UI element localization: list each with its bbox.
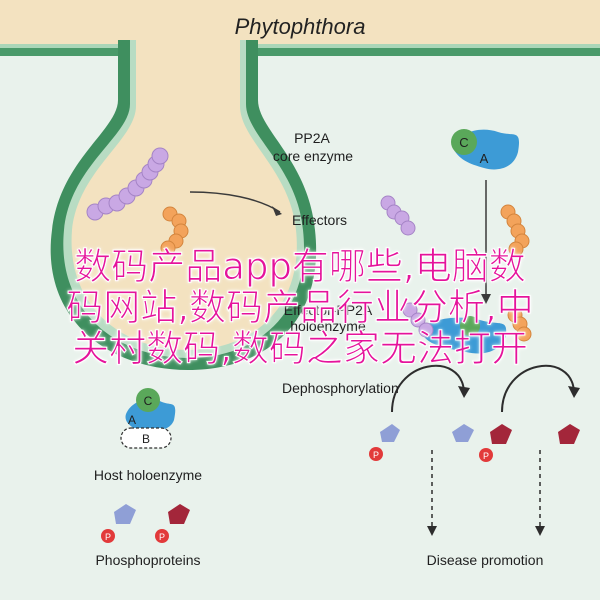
host-holoenzyme-label: Host holoenzyme bbox=[93, 467, 203, 483]
phospho-label-2: P bbox=[483, 451, 489, 461]
pp2a-label: PP2A bbox=[294, 130, 330, 146]
phosphoprotein-red-1 bbox=[479, 424, 512, 462]
holoenzyme-label: holoenzyme bbox=[290, 318, 366, 334]
host-holoenzyme bbox=[120, 388, 176, 449]
watermark-line-3: 关村数码,数码之家无法打开 bbox=[72, 327, 529, 371]
subunit-c-icon bbox=[451, 129, 477, 155]
substrate-blue-2 bbox=[452, 424, 474, 442]
phosphoproteins-label: Phosphoproteins bbox=[95, 552, 201, 568]
watermark-line-2: 码网站,数码产品行业分析,中 bbox=[66, 286, 535, 330]
legend-phospho-label-2: P bbox=[159, 532, 165, 542]
phosphoprotein-blue-1 bbox=[369, 424, 400, 461]
subunit-c-label: C bbox=[459, 135, 468, 150]
haustorium bbox=[50, 40, 317, 370]
host-subunit-c-label: C bbox=[144, 394, 153, 408]
disease-promotion-label: Disease promotion bbox=[426, 552, 544, 568]
released-effector-purple bbox=[380, 195, 416, 236]
disease-arrowhead-1 bbox=[427, 526, 437, 536]
effector-pp2a-holoenzyme bbox=[402, 302, 532, 354]
phospho-label-1: P bbox=[373, 450, 379, 460]
effectors-label: Effectors bbox=[292, 212, 347, 228]
dephosphorylation-label: Dephosphorylation bbox=[282, 380, 399, 396]
dephosphorylation-arrows bbox=[391, 365, 580, 413]
phosphoprotein-red-legend bbox=[155, 504, 190, 543]
watermark-line-1: 数码产品app有哪些,电脑数 bbox=[74, 245, 526, 289]
effector-pp2a-label: Effector-PP2A bbox=[283, 302, 373, 318]
host-subunit-b-label: B bbox=[142, 432, 150, 446]
disease-arrowhead-2 bbox=[535, 526, 545, 536]
phosphoprotein-blue-legend bbox=[101, 504, 136, 543]
pathogen-title: Phytophthora bbox=[234, 14, 366, 39]
substrate-red-2 bbox=[558, 424, 580, 444]
effector-orange bbox=[160, 206, 189, 256]
released-effector-orange bbox=[500, 204, 530, 257]
core-to-holoenzyme-arrow bbox=[481, 180, 491, 304]
disease-arrows bbox=[431, 450, 541, 528]
subunit-a-label: A bbox=[480, 151, 489, 166]
secretion-arrow bbox=[189, 191, 282, 216]
phytophthora-pathogen bbox=[0, 0, 600, 56]
pp2a-core-enzyme bbox=[451, 129, 520, 170]
legend-phospho-label-1: P bbox=[105, 532, 111, 542]
host-subunit-a-label: A bbox=[128, 413, 136, 427]
effector-purple bbox=[86, 147, 169, 221]
core-enzyme-label: core enzyme bbox=[272, 148, 354, 164]
